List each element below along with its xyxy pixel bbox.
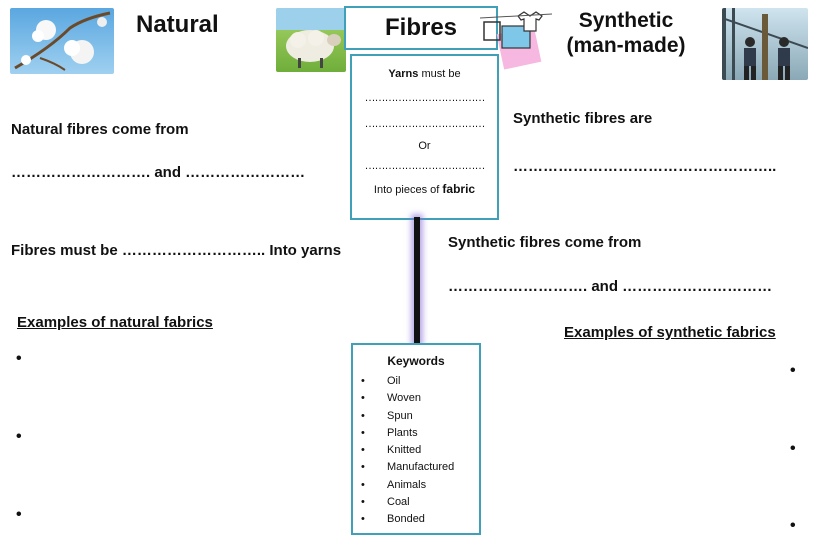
clothes-icon [479,8,553,72]
keyword-item: Bonded [353,511,479,529]
connector-line [414,217,420,344]
yarn-blank-3: ……………………………… [364,160,486,172]
natural-bullet-1: • [16,350,22,367]
keyword-item: Oil [353,373,479,391]
keyword-item: Coal [353,494,479,512]
natural-examples-heading: Examples of natural fabrics [17,314,213,331]
keyword-item: Plants [353,425,479,443]
natural-come-from-text: Natural fibres come from [11,121,189,138]
synthetic-examples-heading: Examples of synthetic fabrics [564,324,776,341]
keyword-item: Knitted [353,442,479,460]
synthetic-title: Synthetic (man-made) [556,8,696,58]
oil-workers-image [722,8,808,80]
synthetic-bullet-1: • [790,362,796,379]
keyword-item: Manufactured [353,459,479,477]
must-be-text: must be [418,68,461,80]
fibres-title-box: Fibres [344,6,498,50]
into-pieces-of-fabric: Into pieces of fabric [352,182,497,196]
natural-title: Natural [136,11,219,38]
synthetic-blank: …………………………………………….. [513,158,777,175]
yarn-box: Yarns must be ……………………………… ……………………………… … [350,54,499,220]
natural-bullet-2: • [16,428,22,445]
natural-bullet-3: • [16,506,22,523]
keyword-item: Animals [353,477,479,495]
keywords-list: Oil Woven Spun Plants Knitted Manufactur… [353,373,479,529]
natural-blanks: ………………………. and …………………… [11,164,306,181]
synthetic-are-text: Synthetic fibres are [513,110,653,127]
synthetic-title-line1: Synthetic [578,9,674,32]
synthetic-title-line2: (man-made) [566,34,686,57]
cotton-plant-image [10,8,114,74]
synthetic-bullet-2: • [790,440,796,457]
into-pieces-text: Into pieces of [373,184,443,196]
keywords-box: Keywords Oil Woven Spun Plants Knitted M… [351,343,481,535]
sheep-image [276,8,346,72]
synthetic-come-from-text: Synthetic fibres come from [448,234,642,251]
synthetic-bullet-3: • [790,517,796,534]
yarn-blank-1: ……………………………… [364,92,486,104]
fibres-title: Fibres [384,14,458,41]
fibres-must-be-text: Fibres must be ……………………….. Into yarns [11,242,342,259]
fabric-word: fabric [442,182,476,196]
yarns-must-be: Yarns must be [352,68,497,80]
yarns-word: Yarns [388,68,419,80]
synthetic-blanks: ………………………. and ………………………… [448,278,773,295]
yarn-blank-2: ……………………………… [364,118,486,130]
keyword-item: Woven [353,390,479,408]
keywords-title: Keywords [387,354,445,368]
or-text: Or [418,140,431,152]
keyword-item: Spun [353,408,479,426]
